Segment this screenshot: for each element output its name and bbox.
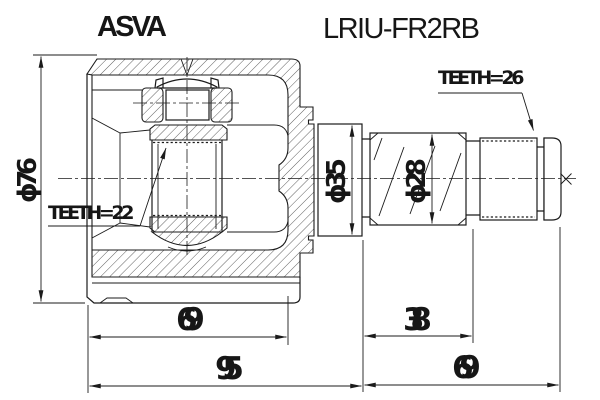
dimension-phi28: ϕ28 bbox=[402, 134, 435, 224]
phi35-label: ϕ35 bbox=[322, 158, 352, 204]
teeth-22-label: TEETH=22 bbox=[48, 202, 134, 224]
inner-race-box bbox=[165, 89, 210, 121]
part-number-text: LRIU-FR2RB bbox=[323, 13, 480, 45]
len-38-label: 38 bbox=[403, 302, 431, 338]
centerline-end-cross bbox=[560, 173, 572, 185]
bearing-assembly bbox=[133, 77, 241, 252]
roller-left bbox=[141, 87, 164, 123]
shaft-surface-lines bbox=[369, 132, 467, 226]
teeth-26-label: TEETH=26 bbox=[438, 67, 524, 89]
phi76-label: ϕ76 bbox=[13, 157, 43, 203]
overall-95-label: 95 bbox=[215, 351, 243, 387]
shaft-cylinder bbox=[369, 132, 467, 226]
centerlines bbox=[58, 57, 576, 257]
roller-right bbox=[210, 87, 233, 123]
inner-spline-bore bbox=[151, 139, 223, 232]
dimension-38: 38 bbox=[364, 229, 474, 343]
race-band-lower bbox=[149, 216, 228, 233]
cage-dome bbox=[150, 231, 224, 247]
shaft-neck-2 bbox=[465, 140, 481, 216]
dimension-phi76: ϕ76 bbox=[13, 54, 97, 304]
shaft-neck bbox=[361, 138, 371, 218]
center-notch bbox=[180, 58, 194, 76]
shaft bbox=[317, 123, 572, 237]
shaft-collar bbox=[317, 123, 363, 237]
race-band-upper bbox=[149, 124, 228, 141]
shaft-end-cap bbox=[543, 137, 562, 221]
dimension-phi35: ϕ35 bbox=[322, 125, 355, 235]
callout-teeth-22: TEETH=22 bbox=[48, 147, 167, 227]
housing-section bbox=[86, 58, 315, 304]
shaft-spline-section bbox=[479, 137, 538, 221]
dimension-overall-95: 95 bbox=[89, 240, 364, 392]
dimension-depth-69: 69 bbox=[87, 296, 289, 393]
shaft-69-label: 69 bbox=[452, 350, 480, 386]
housing-rim-and-plate bbox=[86, 73, 301, 304]
depth-69-label: 69 bbox=[176, 302, 204, 338]
dimension-shaft-69: 69 bbox=[364, 227, 561, 392]
brand-text: ASVA bbox=[97, 11, 167, 43]
plate-notch bbox=[99, 297, 134, 304]
phi28-label: ϕ28 bbox=[402, 158, 432, 204]
housing-interior-lines bbox=[91, 89, 289, 239]
circlip-groove bbox=[536, 137, 545, 221]
callout-teeth-26: TEETH=26 bbox=[438, 67, 534, 131]
